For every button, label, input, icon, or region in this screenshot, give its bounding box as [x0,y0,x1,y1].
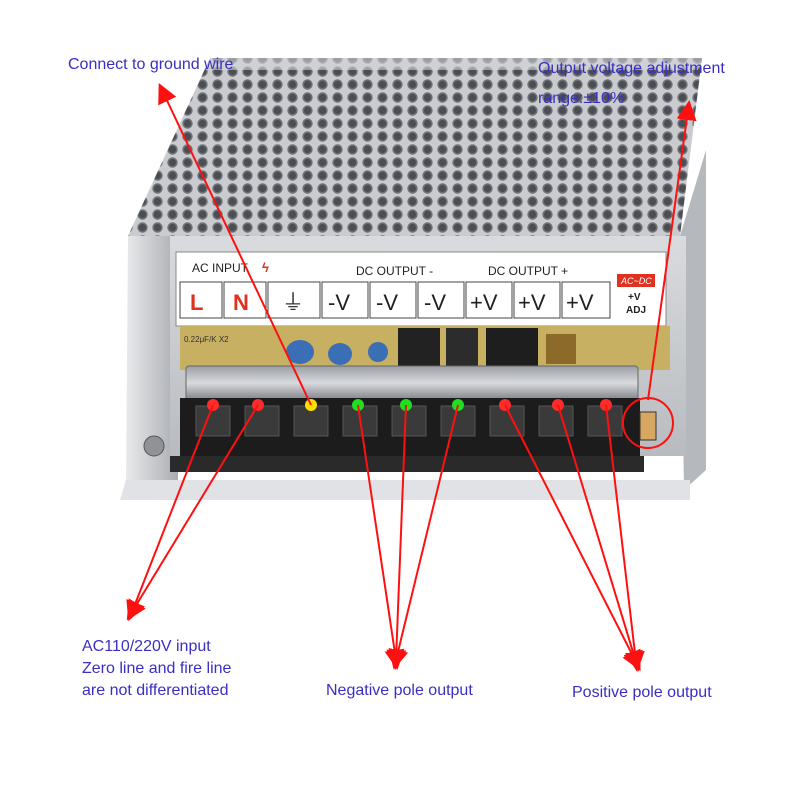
terminal-box-9 [561,281,611,319]
arrow-pos-2 [557,404,643,672]
arrow-adjust [647,100,697,401]
terminal-screw-5 [391,405,427,437]
capacitor-1 [286,340,314,364]
arrow-ac-2 [126,404,259,621]
arrow-pos-1 [504,404,641,671]
terminal-box-4 [321,281,369,319]
terminal-box-5 [369,281,417,319]
arrow-neg-1 [357,404,405,670]
terminal-screw-3 [293,405,329,437]
top-cover [128,58,702,236]
terminal-box-2 [223,281,267,319]
bottom-plate [120,480,690,500]
callout-negative-pole: Negative pole output [326,682,473,699]
terminal-l: L [190,290,203,315]
terminal-neg-1: -V [328,290,350,315]
callout-adjust-range: range:±10% [538,90,625,107]
terminal-screw-2 [244,405,280,437]
capacitor-3 [368,342,388,362]
terminal-pos-3: +V [566,290,594,315]
terminal-neg-3: -V [424,290,446,315]
capacitor-2 [328,343,352,365]
ac-dc-badge [617,274,655,287]
terminal-neg-2: -V [376,290,398,315]
arrow-neg-3 [388,404,459,670]
callout-voltage-adjust: Output voltage adjustment [538,60,725,77]
terminal-cover [185,365,639,401]
left-side [126,236,178,480]
callout-ac-line-3: are not differentiated [82,682,229,699]
callout-ac-line-1: AC110/220V input [82,638,211,655]
ground-symbol-icon: ⏚ [282,290,304,315]
electrolytic-cap-3 [486,328,538,370]
arrow-ac-1 [126,404,214,622]
terminal-label [175,251,667,327]
arrow-ground [158,82,312,406]
callout-arrows [126,82,697,672]
adj-text: ADJ [626,305,646,316]
terminal-screw-8 [538,405,574,437]
terminal-pos-1: +V [470,290,498,315]
terminal-box-3 [267,281,321,319]
pcb-text: 0.22μF/K X2 [184,335,229,344]
lightning-icon: ϟ [262,260,269,275]
terminal-box-8 [513,281,561,319]
terminal-box-7 [465,281,513,319]
terminal-block-base [170,456,644,472]
adjust-potentiometer [639,411,657,441]
dc-output-pos-text: DC OUTPUT + [488,264,568,278]
callout-positive-pole: Positive pole output [572,684,712,701]
callout-ground-wire: Connect to ground wire [68,56,234,73]
terminal-box-1 [179,281,223,319]
mount-screw-icon [143,435,165,457]
electrolytic-cap-2 [446,328,478,370]
electrolytic-cap-1 [398,328,440,370]
terminal-n: N [233,290,249,315]
terminal-box-6 [417,281,465,319]
cover-top-edge [206,58,702,70]
terminal-symbols: L N ⏚ -V -V -V +V +V +V [179,281,611,319]
arrow-neg-2 [386,404,407,670]
dc-output-neg-text: DC OUTPUT - [356,264,433,278]
arrow-pos-3 [605,404,645,672]
plus-v-text: +V [628,292,641,303]
ac-dc-text: AC~DC [620,276,652,286]
terminal-pos-2: +V [518,290,546,315]
ac-input-text: AC INPUT [192,261,249,275]
component-4 [546,334,576,364]
callout-ac-input: AC110/220V input Zero line and fire line… [82,636,231,702]
right-side [680,150,706,490]
callout-ac-line-2: Zero line and fire line [82,660,232,677]
